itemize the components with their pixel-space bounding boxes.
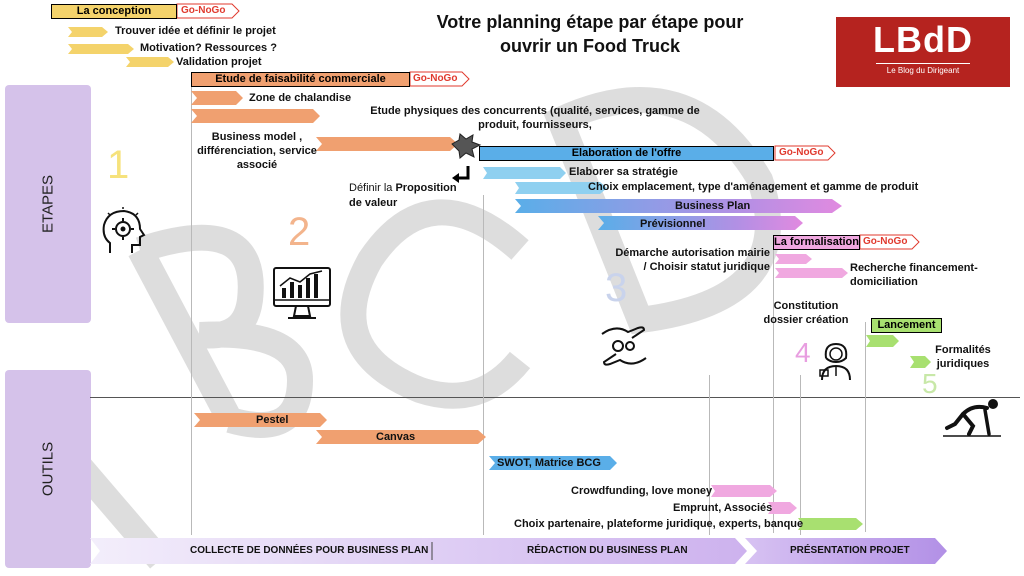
step-number-2: 2 [288,210,311,254]
guide-line [483,195,484,535]
title-line-1: Votre planning étape par étape pour [436,12,744,32]
phase-lancement: Lancement [871,318,942,333]
arrow-formalites [910,356,931,368]
arrow-crowdfunding [711,485,777,497]
guide-line [773,248,774,533]
logo-tagline: Le Blog du Dirigeant [876,63,970,75]
arrow-business-plan [515,199,842,213]
bottom-arrow-presentation [745,538,947,564]
arrow-motivation [68,44,134,54]
guide-line [800,375,801,535]
task-idee: Trouver idée et définir le projet [115,25,276,37]
task-emplacement: Choix emplacement, type d'aménagement et… [588,181,919,193]
tool-swot: SWOT, Matrice BCG [497,457,601,469]
title-line-2: ouvrir un Food Truck [499,36,680,56]
task-autorisation: Démarche autorisation mairie / Choisir s… [615,247,770,273]
divider [90,397,1020,398]
arrow-previsionnel [598,216,803,230]
logo-text: LBdD [873,19,973,60]
tool-pestel: Pestel [256,414,289,426]
arrow-business-model [316,137,458,151]
explosion-icon [451,133,482,159]
task-strategie: Elaborer sa stratégie [569,166,678,178]
bottom-presentation: PRÉSENTATION PROJET [790,545,910,556]
bottom-redaction: RÉDACTION DU BUSINESS PLAN [527,545,688,556]
arrow-emplacement [515,182,607,194]
go-nogo-4 [859,234,920,250]
businesswoman-icon [819,342,851,381]
page-title: Votre planning étape par étape pour ouvr… [385,10,795,58]
step-number-1: 1 [107,143,130,187]
proposition-prefix: Définir la [349,182,396,194]
sidebar-etapes: ETAPES [5,85,91,323]
gonogo-label-3: Go-NoGo [779,147,824,158]
runner-start-icon [943,399,1001,437]
bottom-collecte: COLLECTE DE DONNÉES POUR BUSINESS PLAN [190,545,429,556]
monitor-chart-icon [273,267,331,319]
gonogo-label-4: Go-NoGo [863,236,908,247]
bottom-arrow-collecte [90,538,747,564]
task-dossier: Constitution dossier création [763,300,849,326]
sidebar-outils: OUTILS [5,370,91,568]
arrow-canvas [316,430,486,444]
guide-line [865,322,866,532]
step-number-4: 4 [795,337,811,368]
gonogo-label-1: Go-NoGo [181,5,226,16]
task-formalites: Formalités juridiques [935,344,991,370]
arrow-emprunt [768,502,797,514]
head-gear-icon [102,207,146,253]
go-nogo-3 [774,145,836,161]
task-business-plan: Business Plan [675,200,751,212]
return-arrow-icon [456,166,470,180]
arrow-pestel [194,413,327,427]
arrow-idee [68,27,108,37]
arrow-validation [126,57,174,67]
arrow-autorisation [775,254,812,264]
hands-gears-icon [601,326,647,366]
proposition-bold-1: Proposition [395,182,457,194]
task-concurrents: Etude physiques des concurrents (qualité… [370,105,700,131]
arrow-lancement [866,335,899,347]
guide-line [709,375,710,535]
task-proposition: Définir la Proposition de valeur [349,181,457,211]
phase-conception: La conception [51,4,177,19]
task-business-model: Business model , différenciation, servic… [197,131,317,171]
arrow-chalandise [191,91,243,105]
phase-offre: Elaboration de l'offre [479,146,774,161]
step-number-5: 5 [922,368,938,399]
guide-line [191,85,192,535]
tool-canvas: Canvas [376,431,416,443]
task-financement: Recherche financement-domiciliation [850,262,978,288]
logo: LBdD Le Blog du Dirigeant [836,17,1010,87]
go-nogo-1 [176,3,240,19]
go-nogo-2 [409,71,470,87]
phase-faisabilite: Etude de faisabilité commerciale [191,72,410,87]
arrow-partenaire [798,518,863,530]
arrow-swot [489,456,617,470]
arrow-concurrents [191,109,320,123]
step-number-3: 3 [605,266,628,310]
tool-emprunt: Emprunt, Associés [673,502,773,514]
arrow-financement [775,268,848,278]
task-previsionnel: Prévisionnel [640,218,706,230]
phase-formalisation: La formalisation [773,235,860,250]
proposition-bold-2: de valeur [349,197,398,209]
task-motivation: Motivation? Ressources ? [140,42,277,54]
arrow-strategie [483,167,566,179]
task-validation: Validation projet [176,56,262,68]
tool-partenaire: Choix partenaire, plateforme juridique, … [514,518,804,530]
tool-crowdfunding: Crowdfunding, love money [571,485,713,497]
gonogo-label-2: Go-NoGo [413,73,458,84]
task-chalandise: Zone de chalandise [249,92,352,104]
